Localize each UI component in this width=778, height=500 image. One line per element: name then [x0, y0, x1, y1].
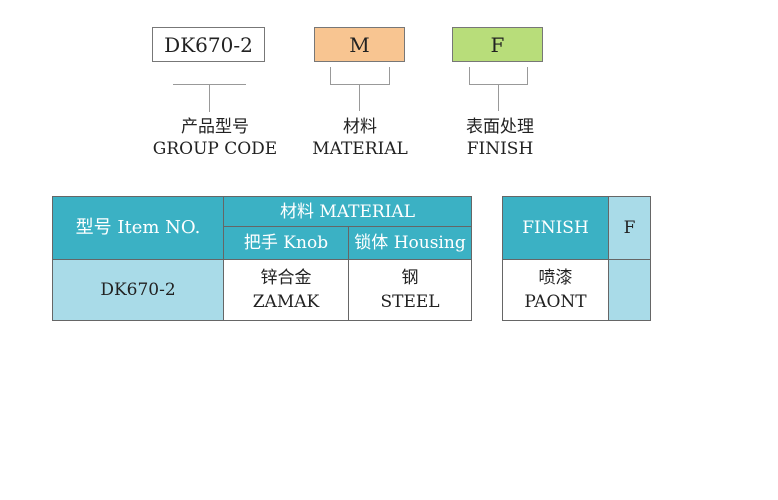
finish-label: 表面处理 FINISH — [440, 116, 560, 160]
finish-code-box: F — [452, 27, 543, 62]
material-label-cn: 材料 — [343, 117, 377, 137]
material-label-en: MATERIAL — [312, 139, 408, 159]
group-label-cn: 产品型号 — [181, 117, 249, 137]
material-header: 材料 MATERIAL — [223, 196, 472, 227]
item-header: 型号 Item NO. — [52, 196, 224, 260]
knob-cell: 锌合金 ZAMAK — [223, 259, 349, 321]
housing-cell: 钢 STEEL — [348, 259, 472, 321]
knob-header: 把手 Knob — [223, 226, 349, 260]
finish-header: FINISH — [502, 196, 609, 260]
finish-cn: 喷漆 — [538, 268, 573, 288]
item-cell: DK670-2 — [52, 259, 224, 321]
finish-code-cell — [608, 259, 651, 321]
finish-label-en: FINISH — [466, 139, 534, 159]
material-label: 材料 MATERIAL — [300, 116, 420, 160]
group-label-en: GROUP CODE — [152, 139, 278, 159]
group-label: 产品型号 GROUP CODE — [140, 116, 290, 160]
finish-cell: 喷漆 PAONT — [502, 259, 609, 321]
finish-en: PAONT — [524, 292, 587, 312]
group-code-box: DK670-2 — [152, 27, 265, 62]
knob-en: ZAMAK — [252, 292, 320, 312]
finish-code-header: F — [608, 196, 651, 260]
housing-header: 锁体 Housing — [348, 226, 472, 260]
finish-label-cn: 表面处理 — [466, 117, 534, 137]
knob-cn: 锌合金 — [260, 268, 312, 288]
housing-en: STEEL — [380, 292, 440, 312]
material-code-box: M — [314, 27, 405, 62]
housing-cn: 钢 — [401, 268, 419, 288]
